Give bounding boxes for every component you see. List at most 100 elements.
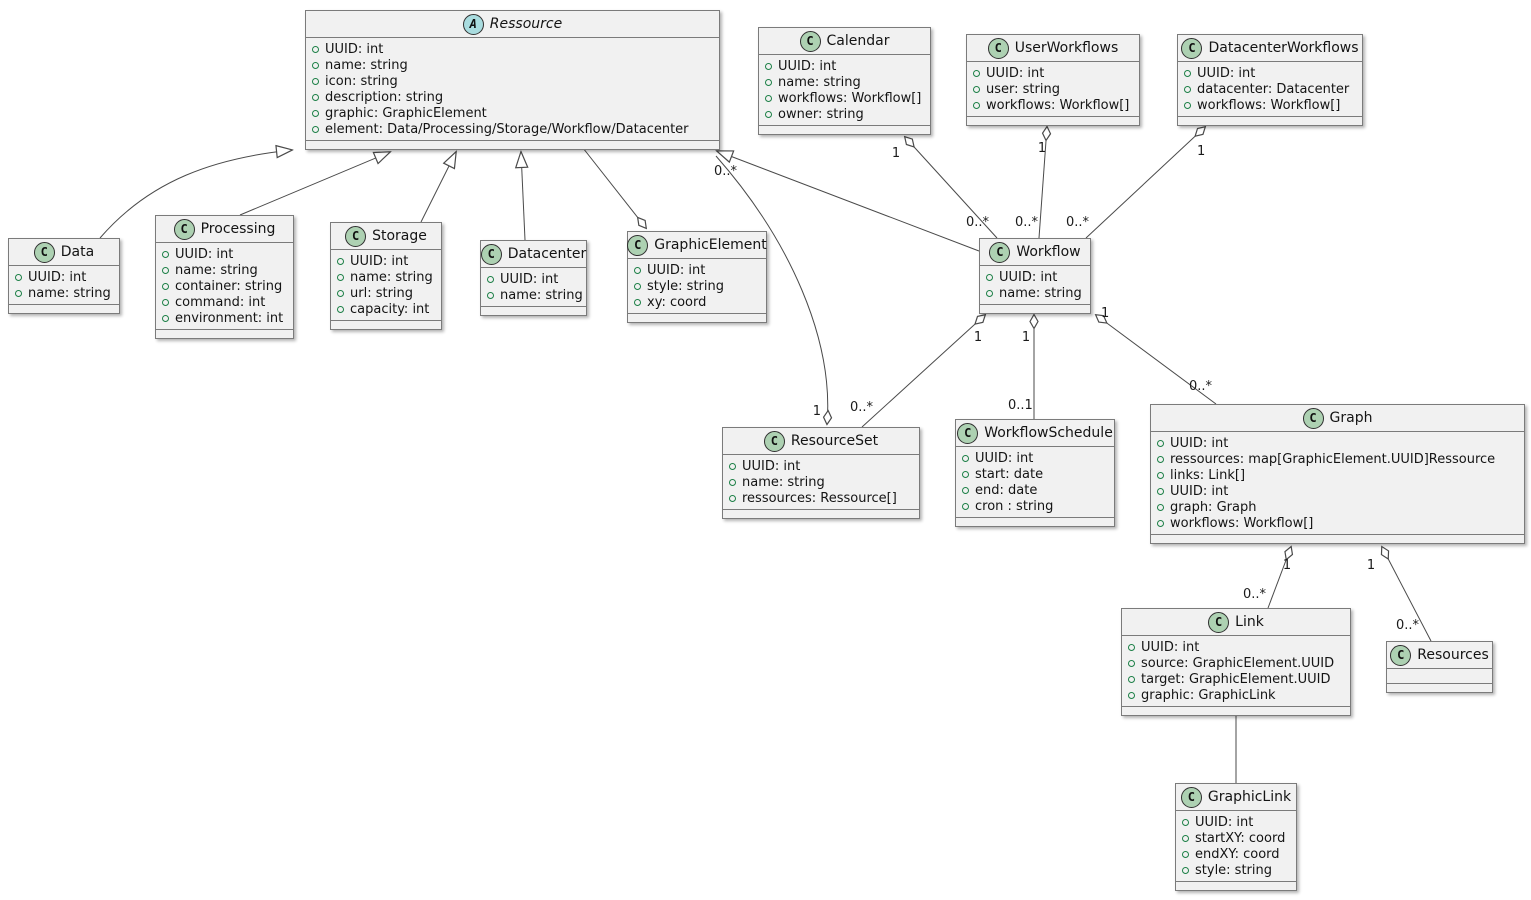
multiplicity-label: 1 <box>1367 558 1375 573</box>
attribute-text: UUID: int <box>742 458 801 474</box>
field-visibility-icon <box>15 273 22 281</box>
attribute-text: graphic: GraphicLink <box>1141 687 1276 703</box>
class-icon: C <box>763 430 785 452</box>
field-visibility-icon <box>312 45 319 53</box>
methods-compartment <box>723 510 919 518</box>
field-visibility-icon <box>765 94 772 102</box>
attribute-row: url: string <box>337 285 435 301</box>
field-visibility-icon <box>312 93 319 101</box>
field-visibility-icon <box>973 85 980 93</box>
class-icon: C <box>1302 407 1324 429</box>
attribute-row: graphic: GraphicElement <box>312 105 713 121</box>
methods-compartment <box>956 518 1114 526</box>
class-icon: C <box>1208 611 1230 633</box>
attribute-text: links: Link[] <box>1170 467 1246 483</box>
methods-compartment <box>967 117 1139 125</box>
field-visibility-icon <box>765 78 772 86</box>
edge-calendar-workflow <box>905 137 998 239</box>
edge-workflow-graph <box>1096 315 1217 405</box>
field-visibility-icon <box>1157 487 1164 495</box>
attribute-row: UUID: int <box>337 253 435 269</box>
attribute-text: user: string <box>986 81 1060 97</box>
attribute-row: graphic: GraphicLink <box>1128 687 1344 703</box>
class-icon: C <box>1180 786 1202 808</box>
attribute-text: workflows: Workflow[] <box>986 97 1130 113</box>
attribute-row: UUID: int <box>1184 65 1356 81</box>
attribute-row: name: string <box>312 57 713 73</box>
attribute-text: workflows: Workflow[] <box>1170 515 1314 531</box>
attribute-text: target: GraphicElement.UUID <box>1141 671 1331 687</box>
attribute-text: style: string <box>647 278 725 294</box>
attribute-row: graph: Graph <box>1157 499 1518 515</box>
methods-compartment <box>759 126 930 134</box>
attribute-row: xy: coord <box>634 294 760 310</box>
attribute-row: endXY: coord <box>1182 846 1290 862</box>
methods-compartment <box>980 305 1090 313</box>
attribute-text: UUID: int <box>1141 639 1200 655</box>
field-visibility-icon <box>312 77 319 85</box>
multiplicity-label: 0..* <box>1189 379 1213 394</box>
field-visibility-icon <box>337 289 344 297</box>
class-name: Graph <box>1329 410 1373 426</box>
attribute-row: style: string <box>1182 862 1290 878</box>
field-visibility-icon <box>729 478 736 486</box>
class-icon: C <box>345 225 367 247</box>
attribute-text: style: string <box>1195 862 1273 878</box>
field-visibility-icon <box>729 462 736 470</box>
multiplicity-label: 0..* <box>714 164 738 179</box>
class-name: ResourceSet <box>790 433 879 449</box>
attribute-text: UUID: int <box>778 58 837 74</box>
multiplicity-label: 0..* <box>1243 587 1267 602</box>
attribute-text: environment: int <box>175 310 284 326</box>
attribute-text: description: string <box>325 89 444 105</box>
attribute-text: UUID: int <box>175 246 234 262</box>
attribute-text: source: GraphicElement.UUID <box>1141 655 1335 671</box>
edge-graphicelement-ressource <box>582 147 646 228</box>
multiplicity-label: 1 <box>1038 141 1046 156</box>
field-visibility-icon <box>312 109 319 117</box>
field-visibility-icon <box>1184 69 1191 77</box>
field-visibility-icon <box>1157 519 1164 527</box>
multiplicity-label: 0..* <box>1015 215 1039 230</box>
attribute-row: UUID: int <box>1128 639 1344 655</box>
field-visibility-icon <box>312 125 319 133</box>
field-visibility-icon <box>986 273 993 281</box>
attribute-text: command: int <box>175 294 266 310</box>
attribute-row: capacity: int <box>337 301 435 317</box>
field-visibility-icon <box>729 494 736 502</box>
methods-compartment <box>1151 535 1524 543</box>
multiplicity-label: 1 <box>974 330 982 345</box>
field-visibility-icon <box>487 291 494 299</box>
edge-storage-ressource <box>420 152 456 223</box>
field-visibility-icon <box>1157 439 1164 447</box>
attribute-row: UUID: int <box>162 246 287 262</box>
class-name: Ressource <box>489 16 563 32</box>
edge-datacenter-ressource <box>521 152 525 241</box>
methods-compartment <box>628 314 766 322</box>
field-visibility-icon <box>973 69 980 77</box>
attribute-text: cron : string <box>975 498 1054 514</box>
class-name: GraphicElement <box>654 237 767 253</box>
multiplicity-label: 1 <box>813 404 821 419</box>
field-visibility-icon <box>312 61 319 69</box>
multiplicity-label: 0..1 <box>1008 398 1033 413</box>
methods-compartment <box>1176 882 1296 890</box>
attribute-row: UUID: int <box>634 262 760 278</box>
class-name: WorkflowSchedule <box>984 425 1113 441</box>
